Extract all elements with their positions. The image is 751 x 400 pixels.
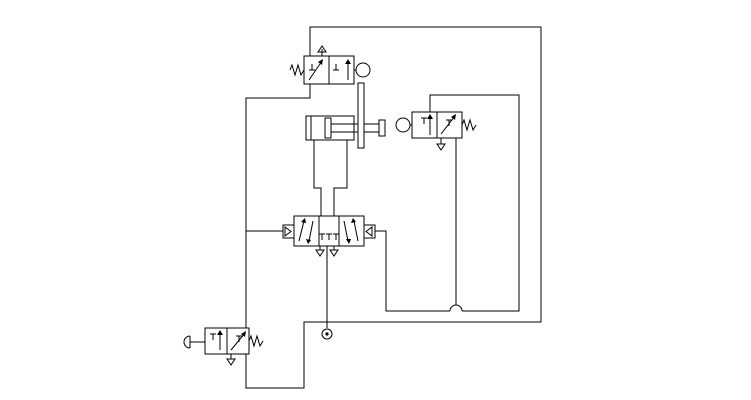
piston: [324, 117, 332, 139]
valve-start: [183, 327, 264, 366]
valve-main: [282, 215, 376, 257]
pipe-right-valve-supply: [429, 94, 520, 312]
spring-icon: [248, 334, 264, 348]
spring-icon: [461, 118, 477, 132]
rod-end: [378, 119, 386, 137]
roller-icon: [395, 117, 411, 133]
pilot-right: [363, 224, 376, 239]
pipe-top-valve-supply: [245, 26, 542, 389]
pipe-right-valve-crossover: [449, 304, 463, 312]
pipe-cylinder-a: [313, 140, 322, 216]
cylinder: [305, 82, 386, 149]
pipe-top-valve-output: [245, 84, 311, 329]
trip-cam: [357, 82, 365, 149]
spring-icon: [289, 63, 305, 77]
push-button-icon: [183, 335, 205, 349]
piping: [245, 26, 542, 389]
pipe-cylinder-b: [333, 140, 348, 216]
roller-icon: [355, 62, 371, 78]
pipe-right-valve-output: [375, 230, 450, 312]
valve-right-roller: [395, 111, 477, 151]
supply: [321, 328, 333, 340]
valve-top-roller: [289, 45, 371, 85]
